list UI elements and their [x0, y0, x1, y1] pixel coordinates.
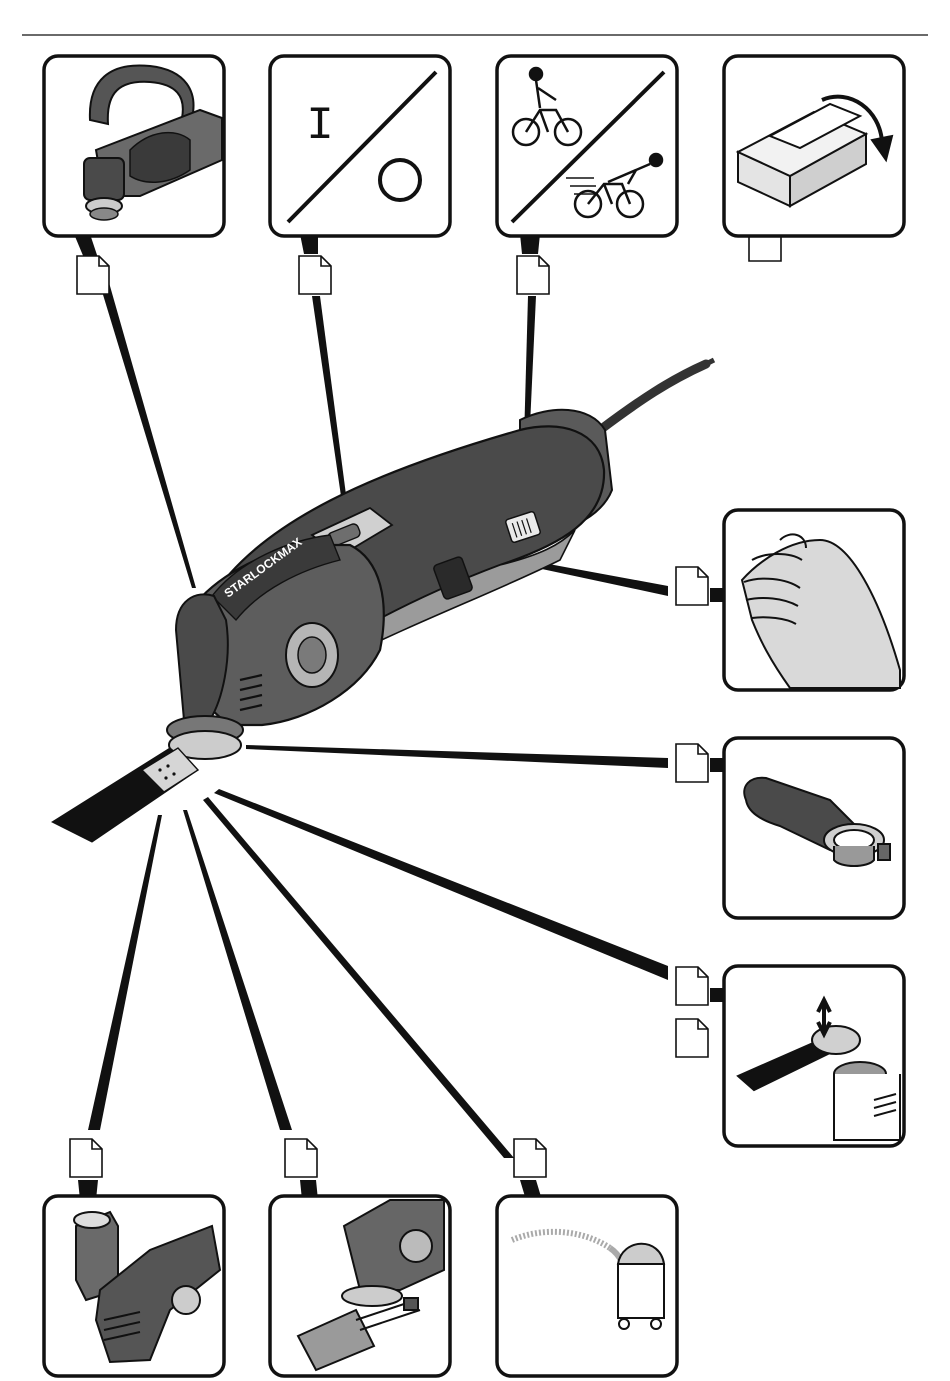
panel-hand	[724, 510, 904, 690]
page-icon	[514, 1139, 546, 1177]
panel-extraction-attachment	[724, 738, 904, 918]
page-icons	[70, 223, 781, 1177]
page-icon	[77, 256, 109, 294]
page-icon	[676, 967, 708, 1005]
page-icon	[299, 256, 331, 294]
panel-speed	[497, 56, 677, 236]
panel-unpack	[724, 56, 904, 236]
panel-on-off: I	[270, 56, 450, 236]
page-icon	[285, 1139, 317, 1177]
panel-depth-stop	[270, 1196, 450, 1376]
leader-lines	[74, 234, 724, 1200]
page-icon	[676, 744, 708, 782]
page-icon	[70, 1139, 102, 1177]
panel-tool-change	[724, 966, 904, 1146]
panel-vacuum	[497, 1196, 677, 1376]
on-symbol: I	[306, 100, 334, 152]
page-icon	[676, 1019, 708, 1057]
page-icon	[517, 256, 549, 294]
page-icon	[676, 567, 708, 605]
panel-handle	[44, 56, 224, 236]
panel-extraction-fitted	[44, 1196, 224, 1376]
